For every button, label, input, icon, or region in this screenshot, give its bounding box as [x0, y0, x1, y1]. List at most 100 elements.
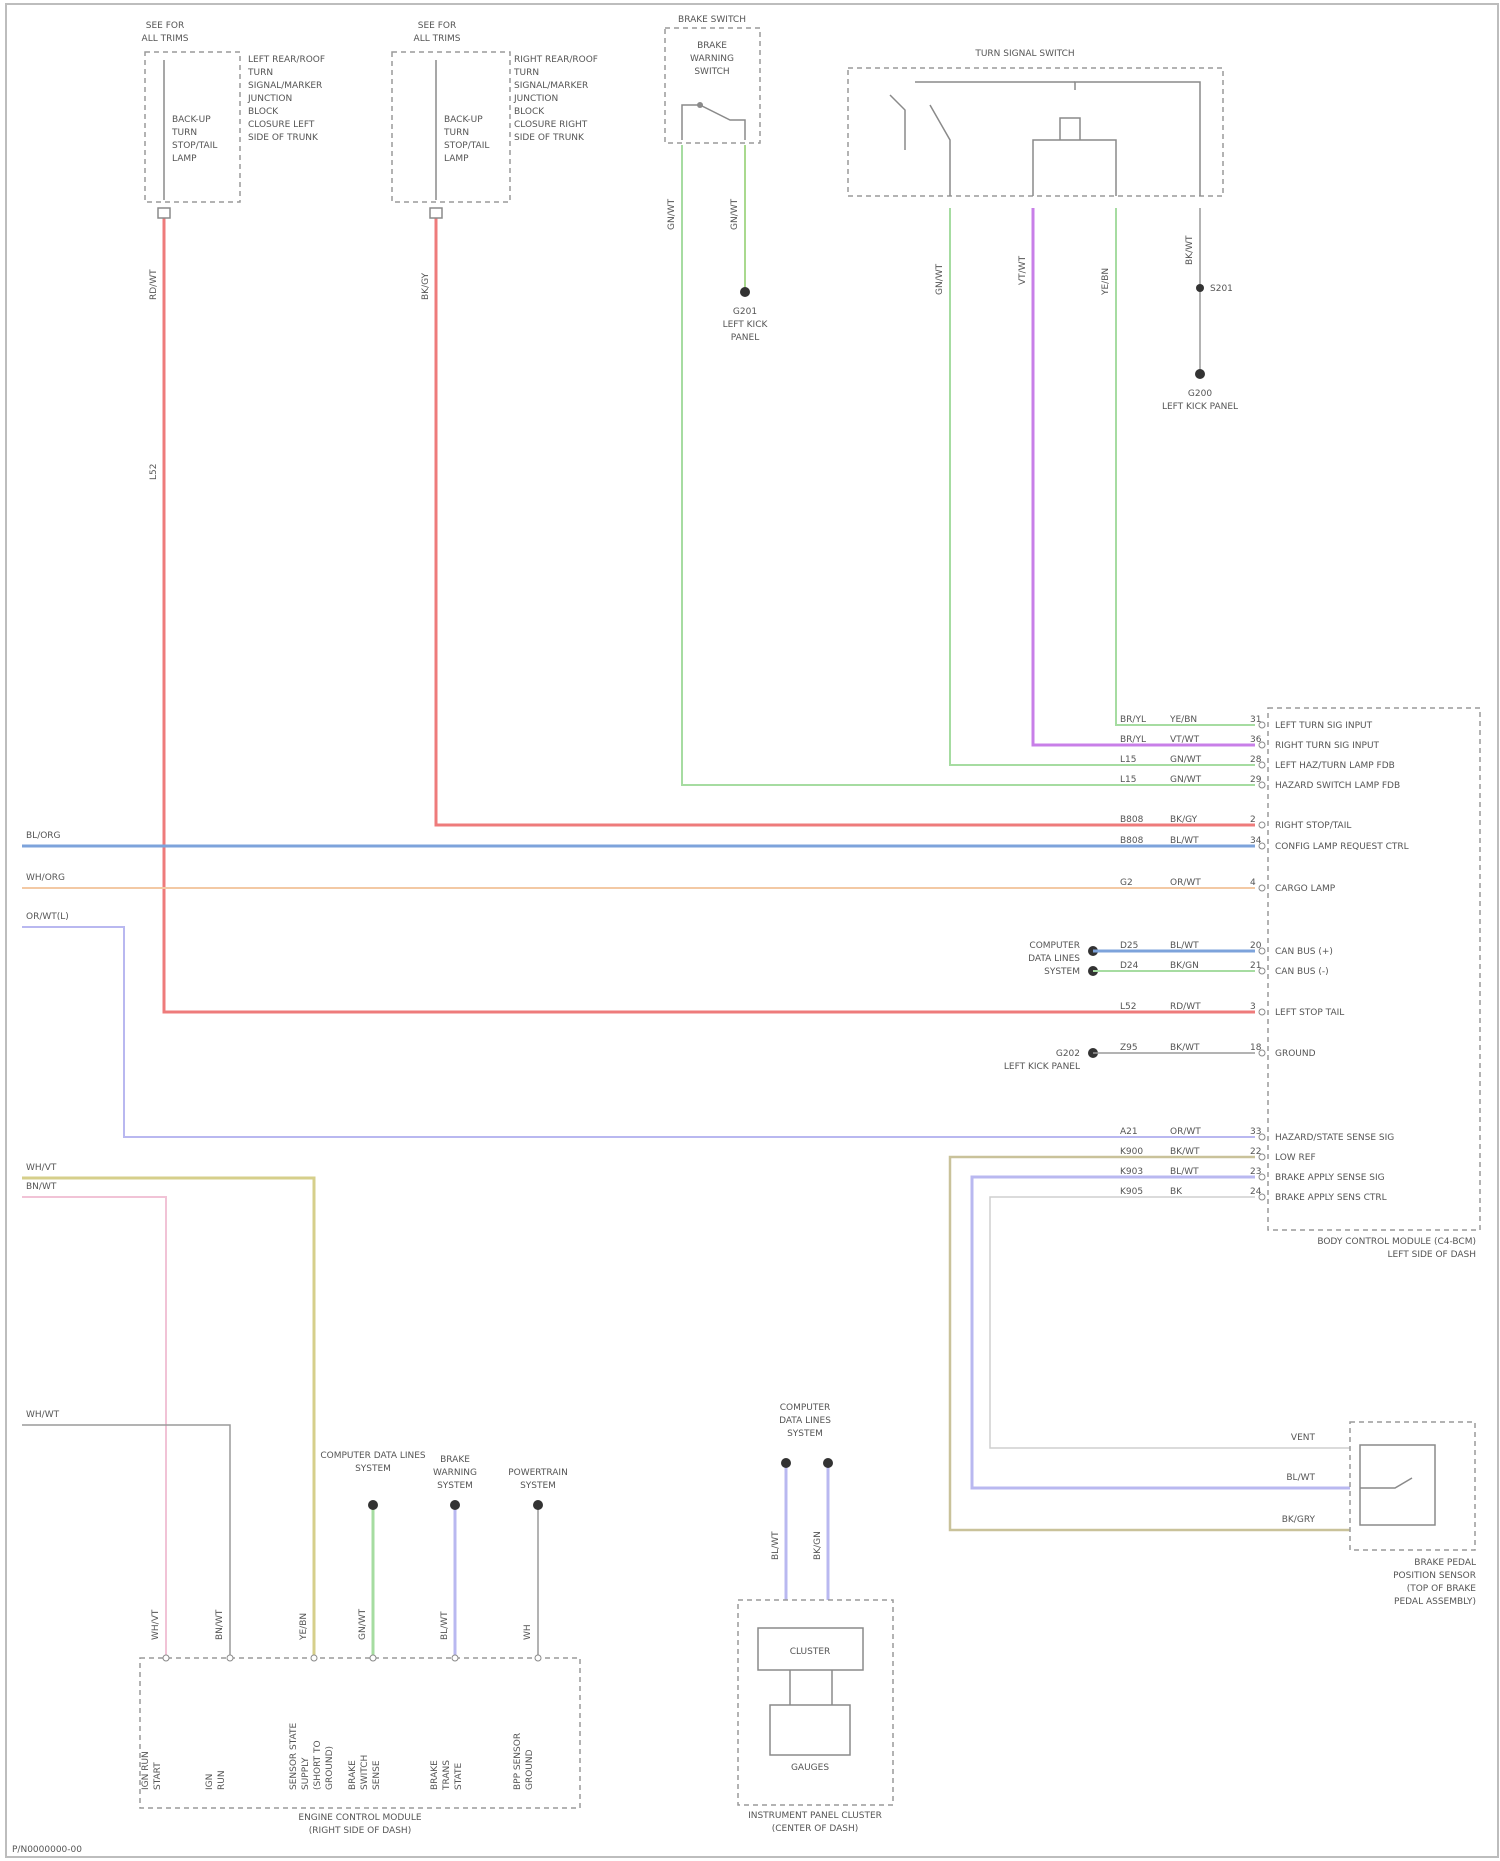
bcm-pin-terminal	[1259, 1174, 1265, 1180]
brake-pedal-position-sensor: VENT BL/WT BK/GRY BRAKE PEDAL POSITION S…	[1282, 1422, 1477, 1607]
ipc-dot-b	[823, 1458, 833, 1468]
ecm-sys2-2: SYSTEM	[437, 1481, 473, 1491]
bpps-switch	[1360, 1478, 1412, 1488]
can-label-1: DATA LINES	[1028, 954, 1080, 964]
bpps-box	[1350, 1422, 1475, 1550]
ecm-sys2-dot	[450, 1500, 460, 1510]
wire-red-right-lamp	[436, 218, 1255, 825]
bcm-pin-circuit: L15	[1120, 775, 1136, 785]
brake-switch-contact	[682, 105, 745, 140]
bcm-pin-color: GN/WT	[1170, 755, 1202, 765]
bcm-pin-circuit: B808	[1120, 815, 1144, 825]
ground3-label-0: G202	[1056, 1049, 1080, 1059]
red-wire-left	[164, 218, 1255, 1012]
ecm-sys1-1: SYSTEM	[355, 1464, 391, 1474]
bcm-pin-circuit: G2	[1120, 878, 1133, 888]
red-wire-right	[436, 218, 1255, 825]
lamp1-desc-4: BLOCK	[248, 107, 279, 117]
turn-green-label: GN/WT	[935, 263, 945, 295]
turn-purple-label: VT/WT	[1018, 255, 1028, 285]
turn-signal-switch: TURN SIGNAL SWITCH	[848, 49, 1223, 196]
ecm-wire-label: WH/VT	[151, 1609, 161, 1640]
lamp2-desc-5: CLOSURE RIGHT	[514, 120, 588, 130]
lamp1-subtitle: ALL TRIMS	[142, 34, 189, 44]
ecm-pin-desc: BRAKE	[430, 1760, 440, 1790]
splice-s201	[1196, 284, 1204, 292]
red-left-wire-label: RD/WT	[149, 269, 159, 300]
lamp1-box	[145, 52, 240, 202]
bcm-pin-name: BRAKE APPLY SENSE SIG	[1275, 1173, 1385, 1183]
brake-switch: BRAKE SWITCH BRAKE WARNING SWITCH	[665, 15, 760, 143]
ipc-name-1: (CENTER OF DASH)	[772, 1824, 859, 1834]
ecm-sys1-dot	[368, 1500, 378, 1510]
left-wire-label-5: BN/WT	[26, 1182, 57, 1192]
lamp1-desc-3: JUNCTION	[247, 94, 292, 104]
bcm-pin-circuit: K900	[1120, 1147, 1143, 1157]
bcm-pin-name: LEFT STOP TAIL	[1275, 1008, 1344, 1018]
bcm-pin-name: RIGHT STOP/TAIL	[1275, 821, 1351, 831]
ecm-pin-desc: (SHORT TO	[313, 1740, 323, 1790]
ecm-sys1-0: COMPUTER DATA LINES	[320, 1451, 426, 1461]
ecm-pin-desc: SWITCH	[360, 1755, 370, 1790]
turn-green2-label: YE/BN	[1101, 268, 1111, 296]
bpps-pin-2: BK/GRY	[1282, 1515, 1316, 1525]
ipc-dot-a	[781, 1458, 791, 1468]
ecm-sys2-1: WARNING	[433, 1468, 477, 1478]
lamp1-desc-2: SIGNAL/MARKER	[248, 81, 322, 91]
bcm-pin-color: OR/WT	[1170, 878, 1201, 888]
red-right-wire-label: BK/GY	[421, 272, 431, 300]
ecm-pin-desc: IGN	[205, 1774, 215, 1790]
bcm-pin-color: BK/GY	[1170, 815, 1198, 825]
ecm-pin-terminal	[535, 1655, 541, 1661]
bcm-pin-circuit: BR/YL	[1120, 735, 1146, 745]
ipc-name-0: INSTRUMENT PANEL CLUSTER	[748, 1811, 882, 1821]
brake-switch-pivot	[697, 102, 703, 108]
bcm-pin-color: YE/BN	[1169, 715, 1197, 725]
green-turn-wire-b	[1116, 208, 1255, 725]
bcm-pin-color: BK/WT	[1170, 1043, 1200, 1053]
lamp1-inner-0: BACK-UP	[172, 115, 211, 125]
bpps-name-1: POSITION SENSOR	[1393, 1571, 1476, 1581]
bcm-pin-name: HAZARD SWITCH LAMP FDB	[1275, 781, 1400, 791]
ecm-pin-desc: GROUND	[525, 1749, 535, 1790]
ecm-sys3-0: POWERTRAIN	[508, 1468, 568, 1478]
bcm-pin-circuit: Z95	[1120, 1043, 1138, 1053]
bcm-pin-terminal	[1259, 1194, 1265, 1200]
bcm-pin-color: GN/WT	[1170, 775, 1202, 785]
bcm-pin-number: 4	[1250, 878, 1256, 888]
brake-switch-inner-2: SWITCH	[694, 67, 729, 77]
ecm-sys3-1: SYSTEM	[520, 1481, 556, 1491]
ecm-pin-desc: GROUND)	[325, 1746, 335, 1790]
pink-wire	[22, 1197, 166, 1658]
lamp2-inner-0: BACK-UP	[444, 115, 483, 125]
bcm-pin-terminal	[1259, 1050, 1265, 1056]
left-wire-label-2: WH/ORG	[26, 873, 65, 883]
ecm-pin-desc: START	[153, 1762, 163, 1790]
bpps-pin-0: VENT	[1291, 1433, 1316, 1443]
ground-g201: G201 LEFT KICK PANEL	[723, 287, 769, 343]
left-wire-label-6: WH/WT	[26, 1410, 60, 1420]
lamp2-desc-6: SIDE OF TRUNK	[514, 133, 585, 143]
ecm-pin-terminal	[370, 1655, 376, 1661]
ground1-label-1: LEFT KICK	[723, 320, 769, 330]
bcm-pin-terminal	[1259, 1154, 1265, 1160]
bcm-pin-color: OR/WT	[1170, 1127, 1201, 1137]
bcm-pin-circuit: BR/YL	[1120, 715, 1146, 725]
lamp1-desc-6: SIDE OF TRUNK	[248, 133, 319, 143]
splice-label: S201	[1210, 284, 1233, 294]
left-wire-label-4: WH/VT	[26, 1163, 57, 1173]
gray-bn-wire	[22, 1425, 230, 1658]
ground1-label-2: PANEL	[731, 333, 759, 343]
ground1-label-0: G201	[733, 307, 757, 317]
green-ground-label: GN/WT	[730, 198, 740, 230]
ecm-pin-desc: SUPPLY	[301, 1757, 311, 1790]
turn-switch-contact-a	[930, 105, 950, 196]
bcm-pin-terminal	[1259, 722, 1265, 728]
lamp1-title: SEE FOR	[146, 21, 184, 31]
can-bus-junction: COMPUTER DATA LINES SYSTEM	[1028, 941, 1255, 977]
bcm-pin-circuit: L52	[1120, 1002, 1136, 1012]
bcm-pin-name: CARGO LAMP	[1275, 884, 1336, 894]
lamp1-inner-1: TURN	[171, 128, 197, 138]
ecm-pin-desc: STATE	[454, 1763, 464, 1790]
